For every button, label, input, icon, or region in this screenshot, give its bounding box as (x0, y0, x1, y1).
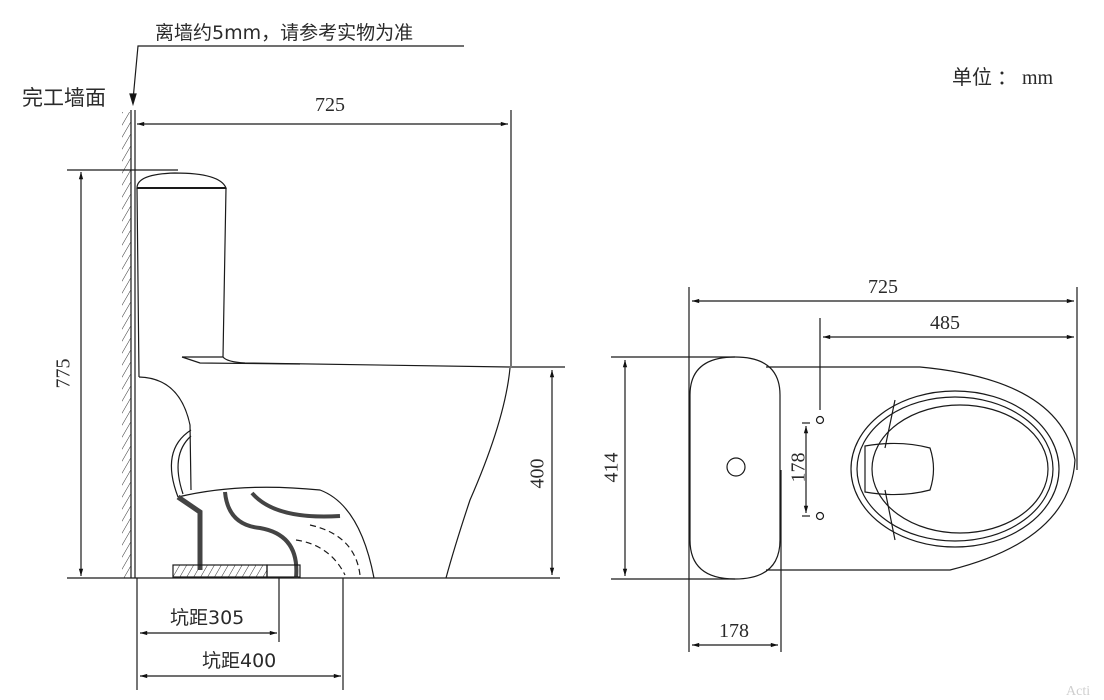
tank-depth-value: 178 (719, 620, 749, 642)
side-depth-value: 725 (315, 94, 345, 116)
wall-gap-leader (129, 45, 464, 107)
toilet-side-view (136, 172, 511, 579)
seat-height-dimension (512, 366, 565, 575)
rough-in-305-label: 坑距305 (170, 607, 245, 629)
finished-wall-label: 完工墙面 (22, 86, 106, 110)
rough-in-dimensions (136, 578, 344, 690)
wall-gap-note: 离墙约5mm，请参考实物为准 (155, 22, 414, 44)
seat-height-value: 400 (526, 458, 549, 489)
top-view-dimensions (611, 287, 1078, 652)
overall-height-dimension (67, 169, 178, 576)
rough-in-400-label: 坑距400 (202, 650, 277, 672)
tank-width-value: 414 (600, 452, 623, 483)
bowl-to-bolts-value: 485 (930, 312, 960, 334)
flush-button-icon (726, 457, 746, 477)
side-depth-dimension (137, 110, 512, 368)
watermark-text: Acti (1066, 684, 1091, 699)
top-depth-value: 725 (868, 276, 898, 298)
toilet-top-view (689, 356, 1076, 580)
overall-height-value: 775 (52, 358, 75, 389)
bolt-spacing-value: 178 (787, 452, 810, 483)
units-label: 单位 ： mm (952, 67, 1054, 89)
finished-wall (122, 110, 136, 578)
